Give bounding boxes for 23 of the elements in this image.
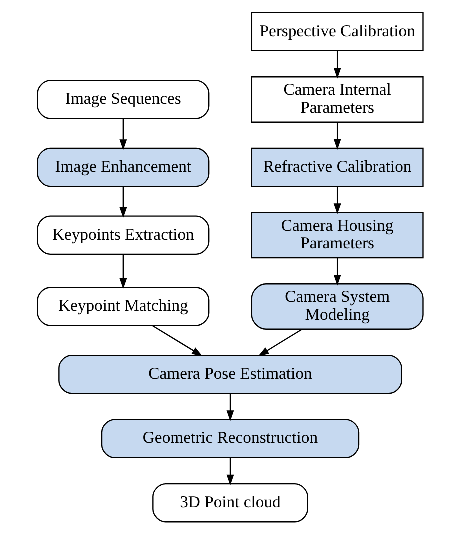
node-box: Camera Housing Parameters xyxy=(250,212,424,259)
node-box: Keypoint Matching xyxy=(36,287,210,326)
arrow xyxy=(119,254,127,290)
node-box: Camera System Modeling xyxy=(250,284,424,330)
arrow xyxy=(333,258,341,286)
node-box: Image Sequences xyxy=(36,80,210,120)
arrow xyxy=(333,51,341,79)
arrow xyxy=(333,122,341,150)
node-box: Perspective Calibration xyxy=(250,12,424,52)
node-box: Geometric Reconstruction xyxy=(100,419,360,458)
arrow xyxy=(258,328,302,356)
node-box: Camera Internal Parameters xyxy=(250,76,424,123)
arrow xyxy=(333,186,341,214)
arrow xyxy=(226,458,234,486)
arrow xyxy=(119,118,127,150)
arrow xyxy=(119,186,127,218)
node-box: Camera Pose Estimation xyxy=(58,354,402,394)
arrow xyxy=(226,394,234,422)
node-box: Refractive Calibration xyxy=(250,148,424,188)
arrow xyxy=(152,325,202,356)
node-box: 3D Point cloud xyxy=(152,483,308,523)
node-box: Image Enhancement xyxy=(36,148,210,188)
node-box: Keypoints Extraction xyxy=(36,216,210,255)
